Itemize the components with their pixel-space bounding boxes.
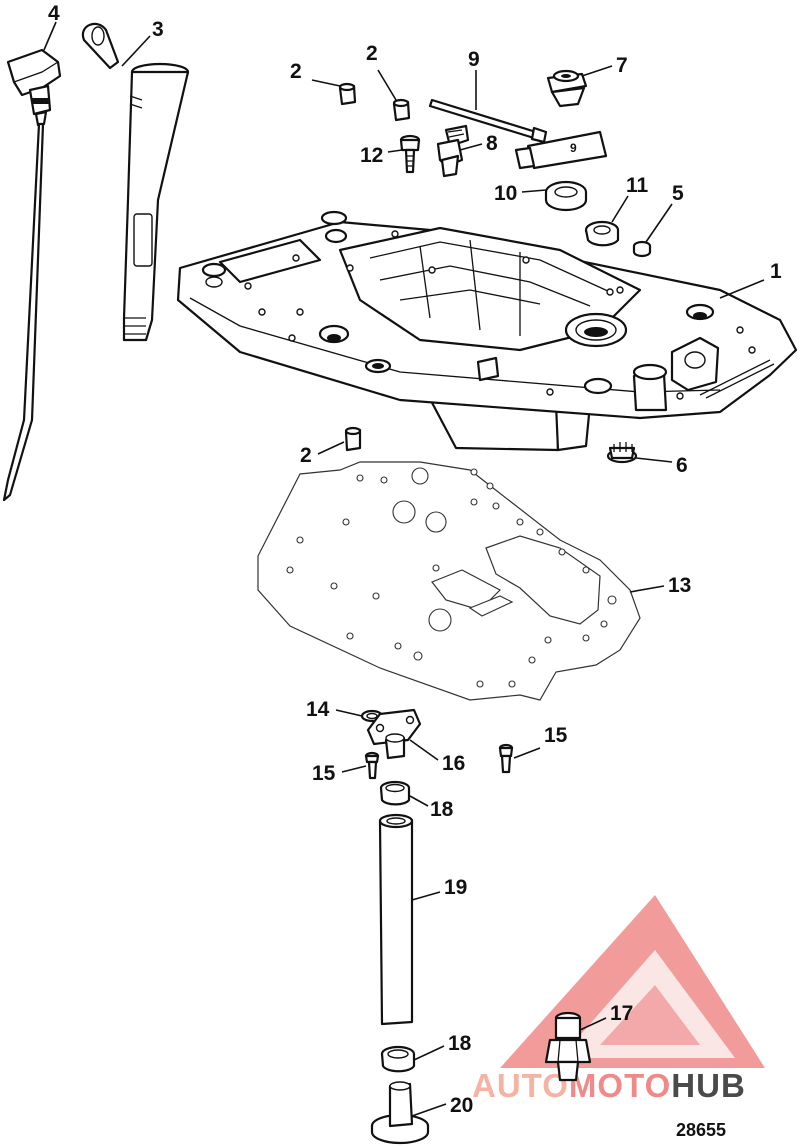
callout-11: 11	[626, 174, 649, 197]
fitting-6	[606, 442, 638, 464]
gasket-part	[257, 461, 641, 701]
callout-15: 15	[544, 724, 568, 747]
tube-19	[378, 813, 414, 1026]
dipstick-tube-body	[122, 70, 190, 342]
watermark-triangle-core	[600, 985, 700, 1045]
callout-9: 9	[468, 48, 480, 71]
adapter-plate-part	[176, 210, 798, 452]
sealant-tube-part: 9	[514, 130, 608, 170]
dipstick-tube-part	[81, 22, 190, 342]
callout-14: 14	[306, 698, 330, 721]
callout-5: 5	[672, 182, 684, 205]
callout-2: 2	[290, 60, 302, 83]
leader-lines	[43, 21, 765, 1117]
bolt-12	[399, 134, 421, 174]
pin-2b	[392, 98, 411, 122]
callout-8: 8	[486, 132, 498, 155]
flange-fitting-16	[366, 708, 422, 760]
cap-5	[632, 240, 652, 258]
callout-17: 17	[610, 1002, 633, 1025]
pin-2a	[338, 82, 357, 106]
pin-2c	[344, 426, 362, 452]
dipstick-blade	[2, 122, 45, 502]
callout-labels: 4 3 2 2 9 7 12 8 10 11 5 1 2 6 13 14 16 …	[48, 2, 782, 1117]
callout-7: 7	[616, 54, 628, 77]
callout-3: 3	[152, 18, 164, 41]
callout-10: 10	[494, 182, 517, 205]
watermark-text: AUTOMOTOHUB	[472, 1067, 746, 1104]
dipstick-handle	[6, 48, 62, 97]
callout-13: 13	[668, 574, 691, 597]
elbow-fitting-8	[436, 124, 470, 178]
callout-19: 19	[444, 876, 467, 899]
watermark-logo-icon	[500, 895, 765, 1068]
callout-2: 2	[366, 42, 378, 65]
callout-12: 12	[360, 144, 383, 167]
figure-number: 28655	[676, 1120, 726, 1140]
fitting-17	[544, 1011, 592, 1082]
grommet-11	[584, 220, 620, 247]
callout-18: 18	[430, 798, 454, 821]
sealant-tube-label: 9	[570, 141, 577, 155]
cable-tie-part	[428, 98, 548, 144]
callout-20: 20	[450, 1094, 473, 1117]
grommet-10	[544, 180, 588, 212]
sleeve-18-upper	[379, 780, 411, 806]
callout-2: 2	[300, 444, 312, 467]
plug-7	[546, 69, 588, 108]
dipstick-part	[2, 48, 62, 502]
callout-6: 6	[676, 454, 688, 477]
callout-16: 16	[442, 752, 465, 775]
callout-1: 1	[770, 260, 782, 283]
callout-4: 4	[48, 2, 60, 25]
callout-18: 18	[448, 1032, 472, 1055]
fitting-20	[370, 1081, 430, 1145]
screw-15-right	[498, 743, 514, 774]
sleeve-18-lower	[380, 1045, 416, 1073]
callout-15: 15	[312, 762, 336, 785]
screw-15-left	[364, 751, 380, 780]
